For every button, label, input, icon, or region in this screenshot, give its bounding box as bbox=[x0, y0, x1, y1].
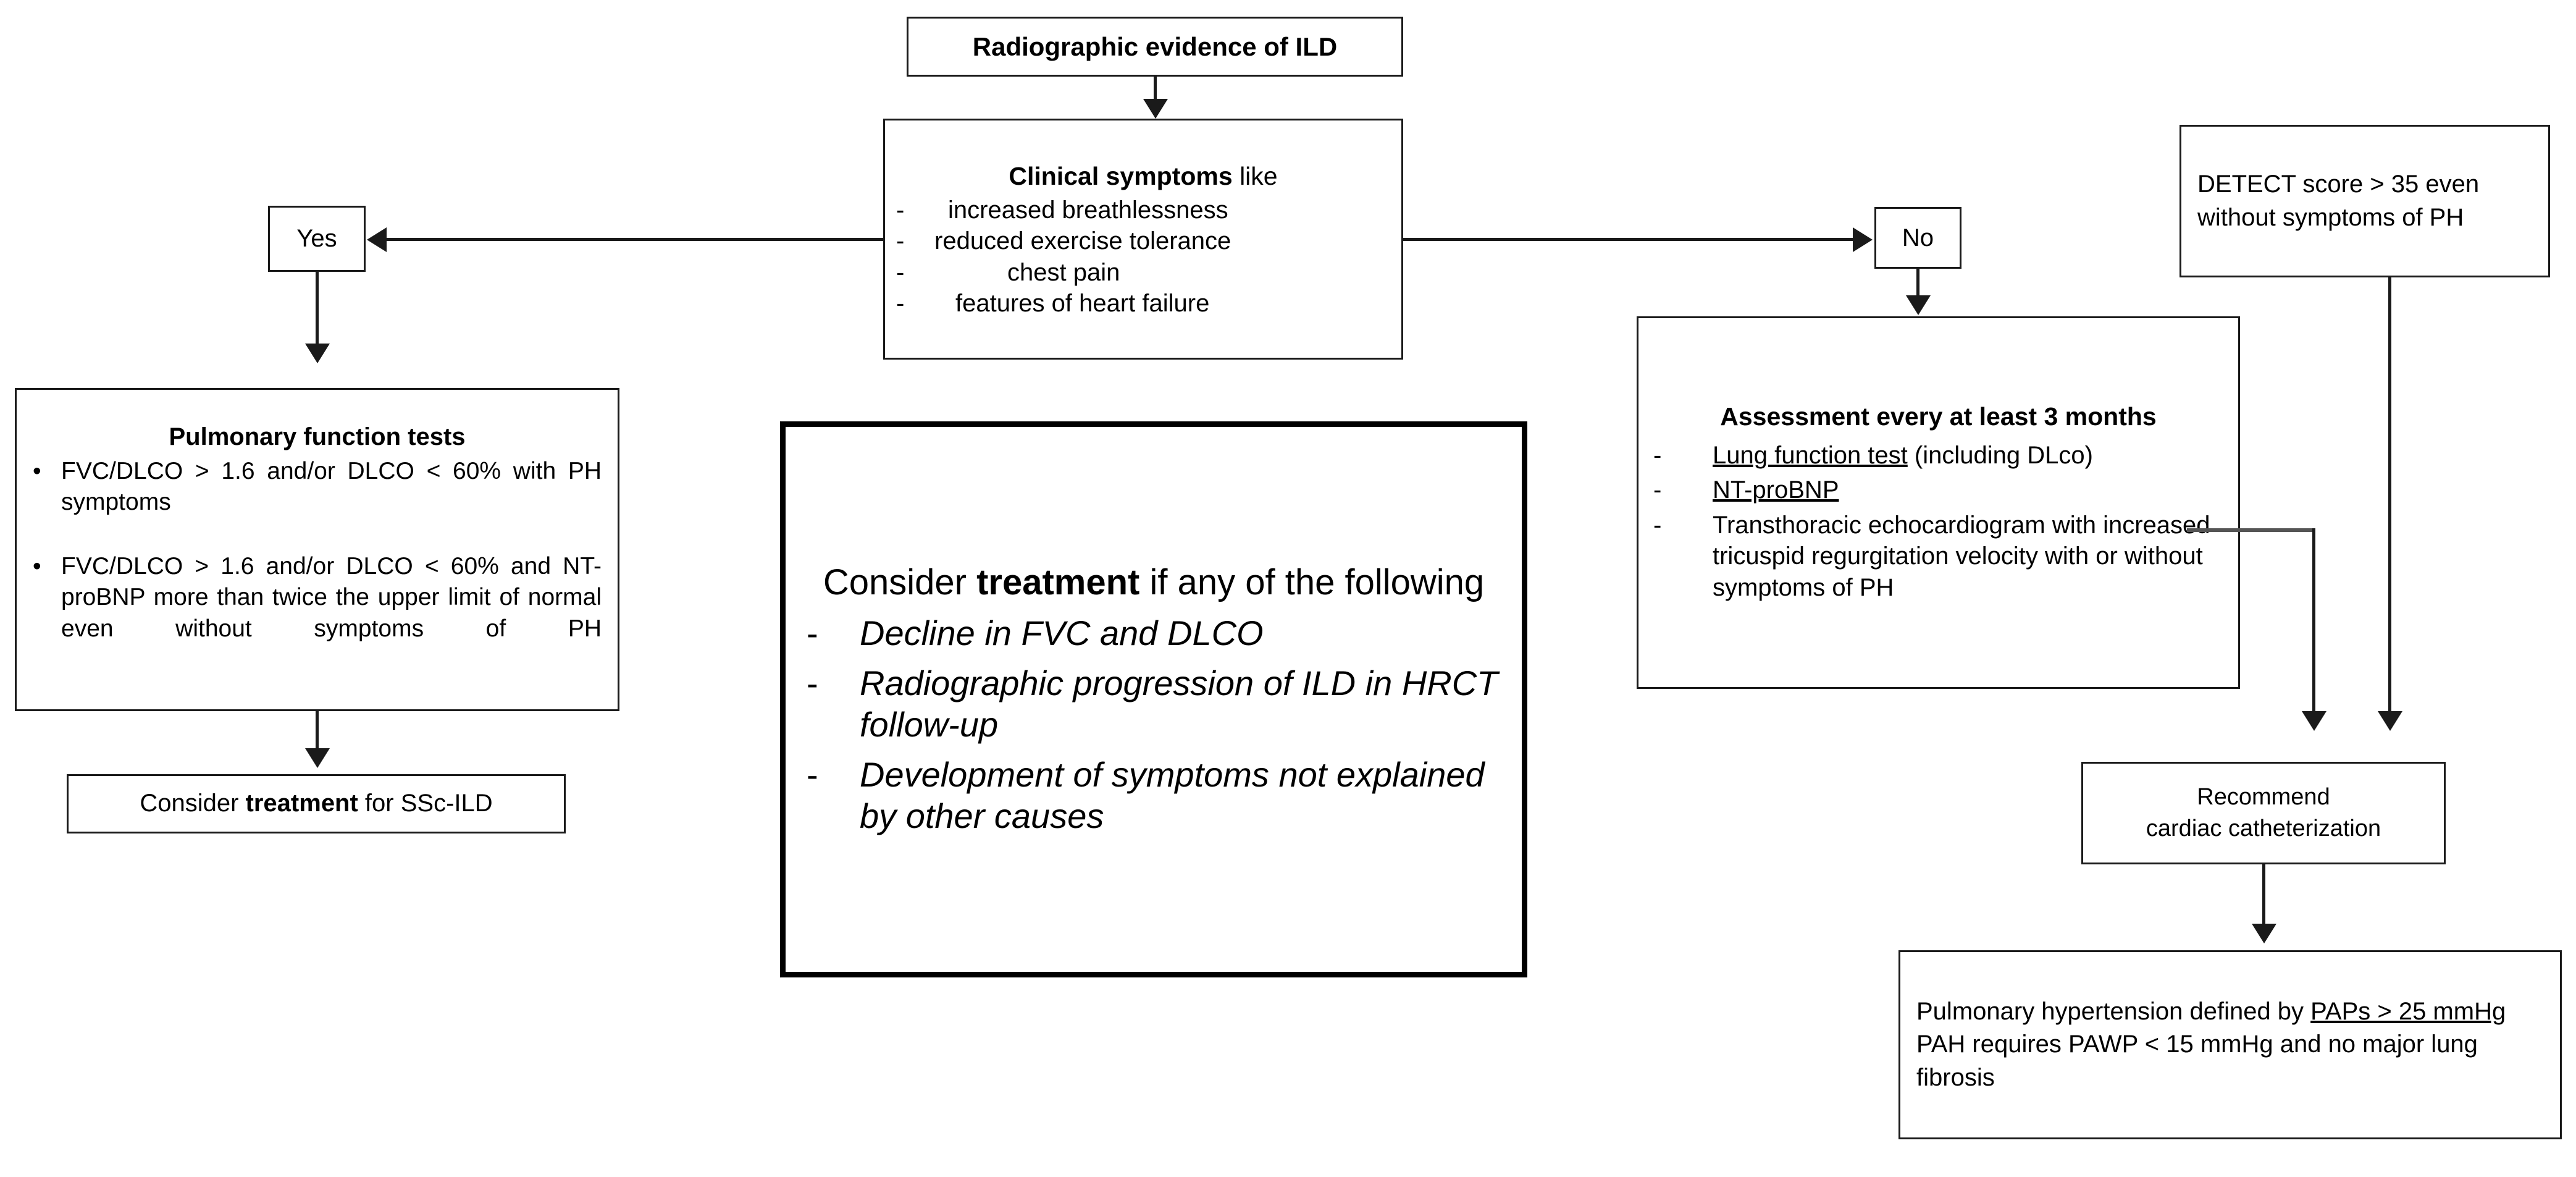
connector-no-to-assessment bbox=[1916, 269, 1919, 298]
node-yes: Yes bbox=[268, 206, 366, 272]
arrowhead-echo-to-cardiac bbox=[2302, 711, 2326, 731]
yes-label: Yes bbox=[296, 225, 337, 252]
connector-detect-to-cardiac bbox=[2388, 277, 2391, 714]
no-label: No bbox=[1902, 224, 1934, 251]
connector-clinical-to-yes bbox=[386, 238, 883, 241]
arrowhead-yes-to-pft bbox=[305, 344, 330, 363]
node-detect-score: DETECT score > 35 even without symptoms … bbox=[2180, 125, 2550, 277]
node-consider-treatment-criteria: Consider treatment if any of the followi… bbox=[780, 421, 1527, 977]
pulmonary-hypertension-text: Pulmonary hypertension defined by PAPs >… bbox=[1916, 998, 2506, 1091]
node-consider-treatment-ssc-ild: Consider treatment for SSc-ILD bbox=[67, 774, 566, 833]
arrowhead-clinical-to-yes bbox=[367, 227, 387, 252]
node-radiographic-evidence: Radiographic evidence of ILD bbox=[907, 17, 1403, 77]
clinical-symptom-item: - reduced exercise tolerance bbox=[896, 227, 1231, 255]
connector-cardiac-to-ph bbox=[2262, 864, 2265, 926]
node-no: No bbox=[1874, 207, 1961, 269]
consider-treatment-item: - Development of symptoms not explained … bbox=[807, 755, 1485, 836]
node-pulmonary-hypertension-definition: Pulmonary hypertension defined by PAPs >… bbox=[1898, 950, 2562, 1139]
pft-header: Pulmonary function tests bbox=[169, 423, 466, 450]
clinical-symptom-item: - features of heart failure bbox=[896, 289, 1210, 317]
pft-bullet-item: • FVC/DLCO > 1.6 and/or DLCO < 60% and N… bbox=[33, 552, 602, 643]
arrowhead-cardiac-to-ph bbox=[2252, 924, 2276, 943]
arrowhead-no-to-assessment bbox=[1906, 295, 1931, 315]
node-clinical-symptoms: Clinical symptoms like - increased breat… bbox=[883, 119, 1403, 360]
assessment-item-text: NT-proBNP bbox=[1713, 476, 1839, 504]
connector-echo-to-cardiac-horizontal bbox=[2187, 528, 2315, 532]
arrowhead-detect-to-cardiac bbox=[2378, 711, 2402, 731]
clinical-symptom-item: - chest pain bbox=[896, 258, 1120, 286]
clinical-symptom-item: - increased breathlessness bbox=[896, 196, 1228, 224]
arrowhead-pft-to-ssc bbox=[305, 748, 330, 768]
connector-yes-to-pft bbox=[316, 272, 319, 346]
connector-echo-to-cardiac-vertical bbox=[2312, 528, 2315, 714]
connector-pft-to-ssc bbox=[316, 711, 319, 751]
node-recommend-cardiac-catheterization: Recommend cardiac catheterization bbox=[2081, 762, 2446, 864]
assessment-header: Assessment every at least 3 months bbox=[1720, 402, 2157, 431]
arrowhead-radiographic-to-clinical bbox=[1143, 99, 1168, 119]
assessment-item-text: Lung function test (including DLco) bbox=[1713, 442, 2093, 470]
connector-radiographic-to-clinical bbox=[1154, 77, 1157, 105]
assessment-item: - Lung function test (including DLco) bbox=[1653, 440, 2223, 471]
consider-treatment-item: - Decline in FVC and DLCO bbox=[807, 613, 1264, 652]
clinical-symptoms-header: Clinical symptoms like bbox=[1009, 161, 1278, 190]
node-assessment-schedule: Assessment every at least 3 months - Lun… bbox=[1637, 316, 2240, 689]
assessment-item: - Transthoracic echocardiogram with incr… bbox=[1653, 510, 2223, 603]
arrowhead-clinical-to-no bbox=[1853, 227, 1873, 252]
pft-bullet-item: • FVC/DLCO > 1.6 and/or DLCO < 60% with … bbox=[33, 457, 602, 516]
consider-treatment-header: Consider treatment if any of the followi… bbox=[823, 562, 1485, 603]
ssc-ild-text: Consider treatment for SSc-ILD bbox=[140, 790, 493, 817]
radiographic-evidence-text: Radiographic evidence of ILD bbox=[972, 32, 1338, 61]
assessment-item: - NT-proBNP bbox=[1653, 475, 2223, 505]
cardiac-cath-text: Recommend cardiac catheterization bbox=[2146, 784, 2381, 842]
assessment-item-text: Transthoracic echocardiogram with increa… bbox=[1713, 511, 2210, 601]
node-pulmonary-function-tests: Pulmonary function tests • FVC/DLCO > 1.… bbox=[15, 388, 619, 711]
consider-treatment-item: - Radiographic progression of ILD in HRC… bbox=[807, 663, 1498, 745]
detect-score-text: DETECT score > 35 even without symptoms … bbox=[2197, 171, 2480, 231]
connector-clinical-to-no bbox=[1403, 238, 1854, 241]
